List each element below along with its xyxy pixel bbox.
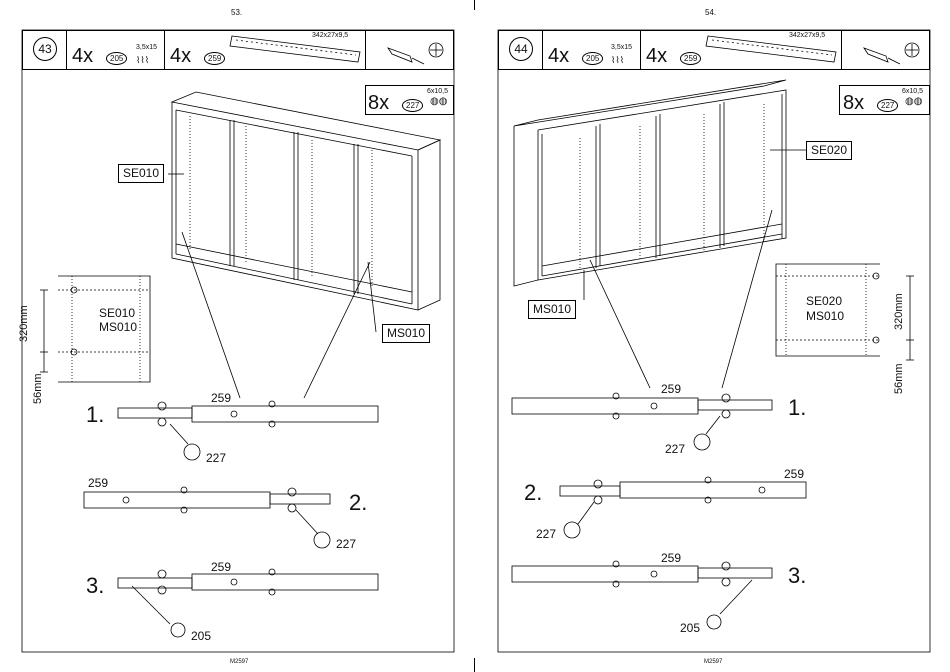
screw-icon: ⌇⌇⌇ — [611, 55, 624, 66]
crop-mark-bottom — [474, 658, 475, 672]
header-divider — [365, 30, 366, 70]
rail-label: MS010 — [528, 300, 576, 319]
rail-number: 259 — [211, 391, 231, 405]
rail-assembly — [512, 393, 772, 450]
rail-assembly — [118, 569, 378, 637]
sub-step-number: 3. — [788, 563, 806, 589]
part-qty: 4x — [646, 46, 667, 66]
rail-number: 259 — [88, 476, 108, 490]
rail-assembly — [512, 561, 772, 629]
part-id: 227 — [402, 97, 423, 115]
crop-mark-top — [474, 0, 475, 10]
detail-label: MS010 — [99, 320, 137, 334]
part-size: 3,5x15 — [136, 44, 157, 51]
footer-code: M2597 — [230, 659, 248, 665]
page-number: 54. — [705, 8, 716, 17]
rail-label: MS010 — [382, 324, 430, 343]
dowel-icon: ◍◍ — [430, 96, 447, 107]
part-id: 205 — [582, 50, 603, 68]
header-divider — [841, 30, 842, 70]
part-size: 6x10,5 — [427, 88, 448, 95]
dowel-icon: ◍◍ — [905, 96, 922, 107]
header-divider — [66, 30, 67, 70]
part-qty: 4x — [170, 46, 191, 66]
part-size: 342x27x9,5 — [312, 32, 348, 39]
screw-number: 205 — [191, 629, 211, 643]
panel-label: SE010 — [118, 164, 164, 183]
detail-label: SE020 — [806, 294, 842, 308]
dimension-label: 320mm — [893, 293, 905, 330]
rail-assembly — [118, 401, 378, 460]
part-qty: 8x — [843, 93, 864, 113]
rail-number: 259 — [661, 382, 681, 396]
page-number: 53. — [231, 8, 242, 17]
wardrobe-drawing — [168, 92, 440, 398]
part-id: 205 — [106, 50, 127, 68]
header-divider — [164, 30, 165, 70]
screw-number: 227 — [206, 451, 226, 465]
screw-number: 227 — [665, 442, 685, 456]
header-divider — [640, 30, 641, 70]
panel-label: SE020 — [806, 141, 852, 160]
step-number-badge: 44 — [509, 37, 533, 61]
dimension-label: 56mm — [32, 373, 44, 404]
part-size: 342x27x9,5 — [789, 32, 825, 39]
part-id: 259 — [204, 50, 225, 68]
detail-label: MS010 — [806, 309, 844, 323]
part-id: 259 — [680, 50, 701, 68]
sub-step-number: 2. — [524, 480, 542, 506]
part-qty: 8x — [368, 93, 389, 113]
screw-icon: ⌇⌇⌇ — [136, 55, 149, 66]
dimension-label: 56mm — [893, 363, 905, 394]
rail-assembly — [84, 487, 330, 548]
rail-number: 259 — [784, 467, 804, 481]
detail-label: SE010 — [99, 306, 135, 320]
page-frame — [498, 30, 930, 652]
sub-step-number: 3. — [86, 573, 104, 599]
screw-number: 227 — [336, 537, 356, 551]
screw-number: 205 — [680, 621, 700, 635]
rail-assembly — [560, 477, 806, 538]
wardrobe-drawing — [514, 80, 806, 388]
footer-code: M2597 — [704, 659, 722, 665]
header-divider — [542, 30, 543, 70]
part-qty: 4x — [72, 46, 93, 66]
rail-number: 259 — [661, 551, 681, 565]
part-qty: 4x — [548, 46, 569, 66]
part-size: 6x10,5 — [902, 88, 923, 95]
part-id: 227 — [877, 97, 898, 115]
screw-number: 227 — [536, 527, 556, 541]
step-number-badge: 43 — [33, 37, 57, 61]
sub-step-number: 1. — [788, 395, 806, 421]
sub-step-number: 1. — [86, 402, 104, 428]
rail-number: 259 — [211, 560, 231, 574]
dimension-label: 320mm — [18, 305, 30, 342]
sub-step-number: 2. — [349, 490, 367, 516]
part-size: 3,5x15 — [611, 44, 632, 51]
